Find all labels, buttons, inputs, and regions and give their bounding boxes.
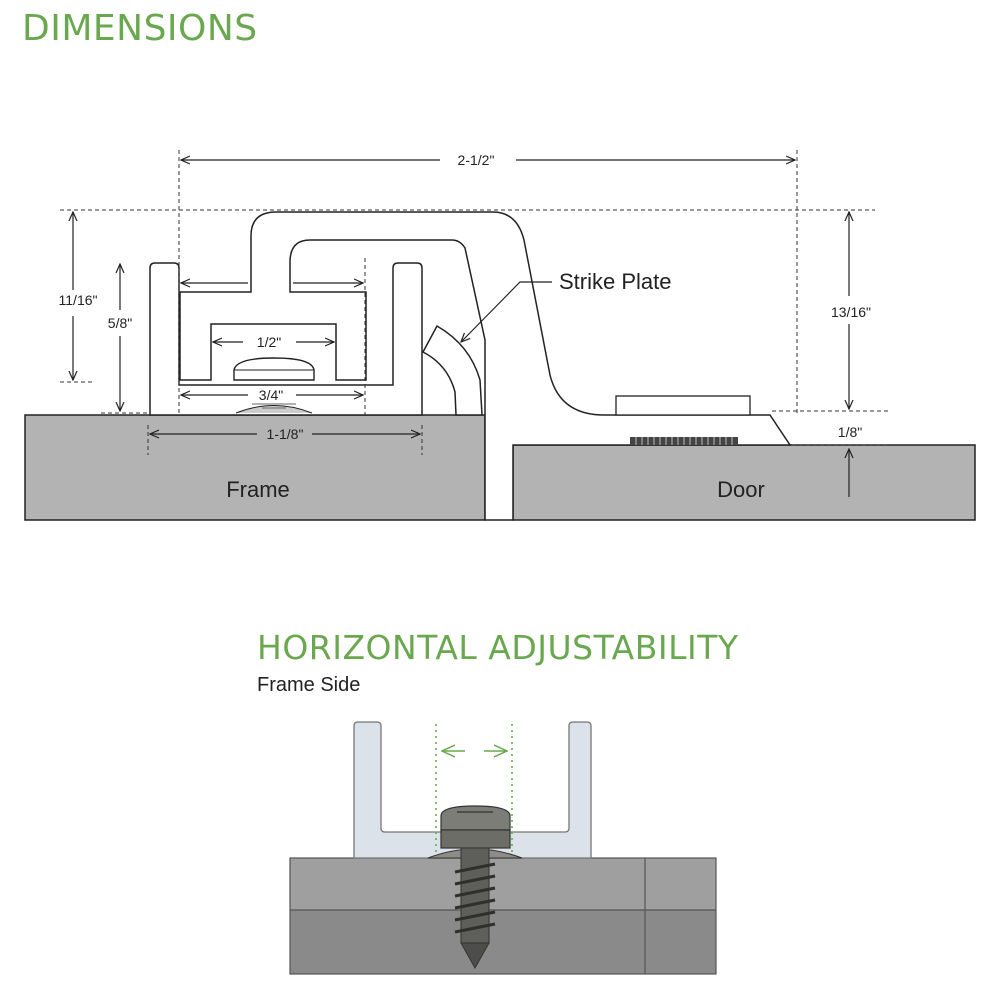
door-screw-base — [630, 437, 738, 445]
tek-screw-icon — [427, 805, 523, 970]
screw-head-icon — [233, 357, 315, 414]
dim-height-right: 13/16" — [831, 304, 871, 320]
horizontal-adjustability-heading: HORIZONTAL ADJUSTABILITY — [257, 628, 739, 667]
dim-height-channel: 5/8" — [108, 315, 132, 331]
door-label: Door — [717, 477, 765, 502]
adjustment-channel — [353, 721, 592, 859]
door-block — [512, 444, 976, 521]
frame-side-subtitle: Frame Side — [257, 674, 361, 696]
frame-label: Frame — [226, 477, 290, 502]
frame-substrate-top — [290, 858, 716, 910]
door-pad — [615, 395, 751, 416]
curved-catch — [421, 324, 483, 416]
dim-width-inner: 1/2" — [257, 334, 281, 350]
dim-width-base: 1-1/8" — [267, 426, 304, 442]
dimensions-heading: DIMENSIONS — [22, 8, 258, 49]
adjustability-diagram — [289, 721, 717, 975]
dim-offset: 1/8" — [838, 424, 862, 440]
frame-substrate-bottom — [290, 910, 716, 974]
strike-plate-label: Strike Plate — [559, 269, 672, 294]
dim-height-left: 11/16" — [59, 292, 98, 308]
dim-overall-width: 2-1/2" — [458, 152, 495, 168]
frame-block — [24, 414, 486, 521]
frame-channel — [149, 262, 423, 416]
dim-width-mid: 3/4" — [259, 387, 283, 403]
